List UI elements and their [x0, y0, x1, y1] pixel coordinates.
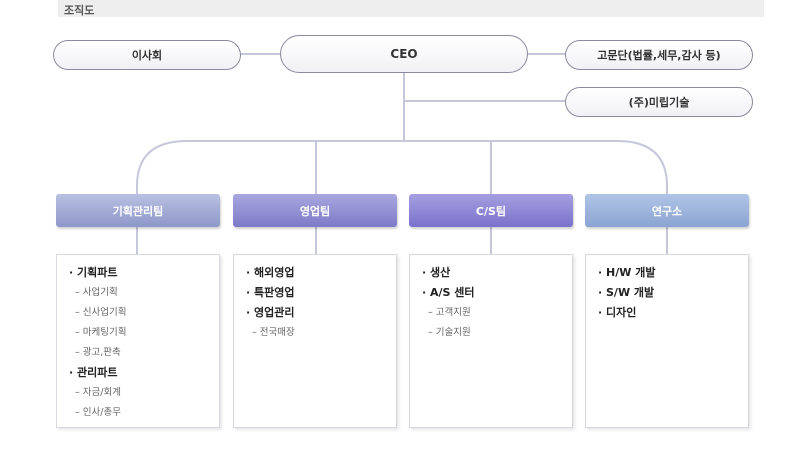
page-title: 조직도: [64, 4, 95, 17]
team-lab: 연구소: [585, 194, 749, 227]
duty-item: · 생산: [422, 266, 451, 279]
duty-item: · 관리파트: [69, 366, 118, 379]
duty-subitem: – 마케팅기획: [75, 327, 127, 338]
company-label: (주)미립기술: [628, 96, 690, 109]
team-label: 연구소: [651, 204, 683, 218]
advisory-label: 고문단(법률,세무,감사 등): [597, 49, 721, 62]
duty-item: · 디자인: [598, 306, 637, 319]
team-lab-duties: · H/W 개발 · S/W 개발 · 디자인: [585, 254, 749, 428]
team-sales-duties: · 해외영업 · 특판영업 · 영업관리 – 전국매장: [233, 254, 397, 428]
duty-item: · A/S 센터: [422, 286, 475, 299]
ceo-node: CEO: [280, 35, 528, 73]
board-node: 이사회: [53, 40, 241, 70]
duty-subitem: – 고객지원: [428, 307, 471, 318]
company-node: (주)미립기술: [565, 87, 753, 117]
team-planning: 기획관리팀: [56, 194, 220, 227]
board-label: 이사회: [131, 49, 163, 62]
duty-item: · S/W 개발: [598, 286, 655, 299]
team-planning-duties: · 기획파트 – 사업기획 – 신사업기획 – 마케팅기획 – 광고,판촉 · 관리파트 –…: [56, 254, 220, 428]
duty-item: · 특판영업: [246, 286, 295, 299]
duty-subitem: – 광고,판촉: [75, 347, 121, 358]
duty-item: · 해외영업: [246, 266, 295, 279]
team-cs: C/S팀: [409, 194, 573, 227]
duty-subitem: – 기술지원: [428, 327, 471, 338]
duty-subitem: – 전국매장: [252, 327, 295, 338]
team-label: C/S팀: [475, 204, 507, 218]
duty-subitem: – 사업기획: [75, 287, 118, 298]
duty-subitem: – 자금/회계: [75, 387, 121, 398]
duty-item: · 영업관리: [246, 306, 295, 319]
duty-subitem: – 인사/총무: [75, 407, 121, 418]
ceo-label: CEO: [390, 47, 418, 61]
duty-subitem: – 신사업기획: [75, 307, 127, 318]
team-cs-duties: · 생산 · A/S 센터 – 고객지원 – 기술지원: [409, 254, 573, 428]
team-label: 기획관리팀: [112, 204, 164, 218]
team-sales: 영업팀: [233, 194, 397, 227]
advisory-node: 고문단(법률,세무,감사 등): [565, 40, 753, 70]
team-label: 영업팀: [299, 204, 331, 218]
duty-item: · H/W 개발: [598, 266, 656, 279]
duty-item: · 기획파트: [69, 266, 118, 279]
title-bar: 조직도: [58, 0, 764, 17]
